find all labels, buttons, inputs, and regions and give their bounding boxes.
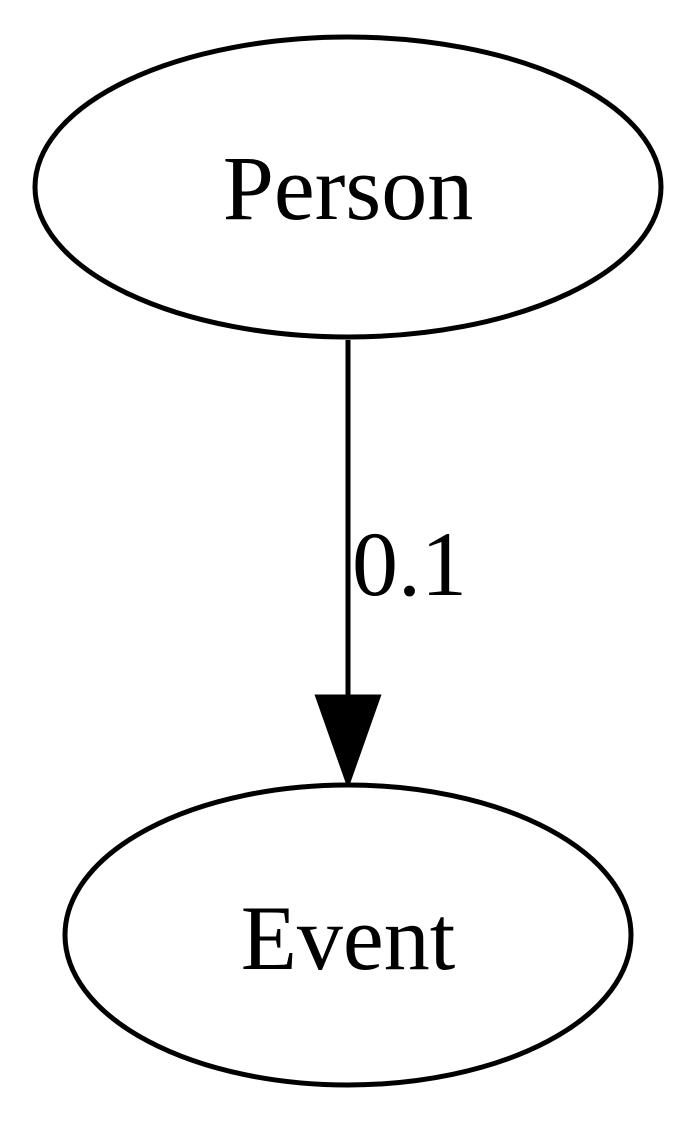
- node-event[interactable]: Event: [62, 782, 634, 1088]
- node-person-shape: [32, 34, 664, 340]
- edge-label: 0.1: [352, 513, 467, 615]
- node-person[interactable]: Person: [32, 34, 664, 340]
- node-event-label: Event: [241, 887, 456, 989]
- edge-arrowhead: [314, 694, 382, 790]
- edge-person-to-event: 0.1: [314, 340, 467, 790]
- node-event-shape: [62, 782, 634, 1088]
- node-person-label: Person: [223, 137, 473, 239]
